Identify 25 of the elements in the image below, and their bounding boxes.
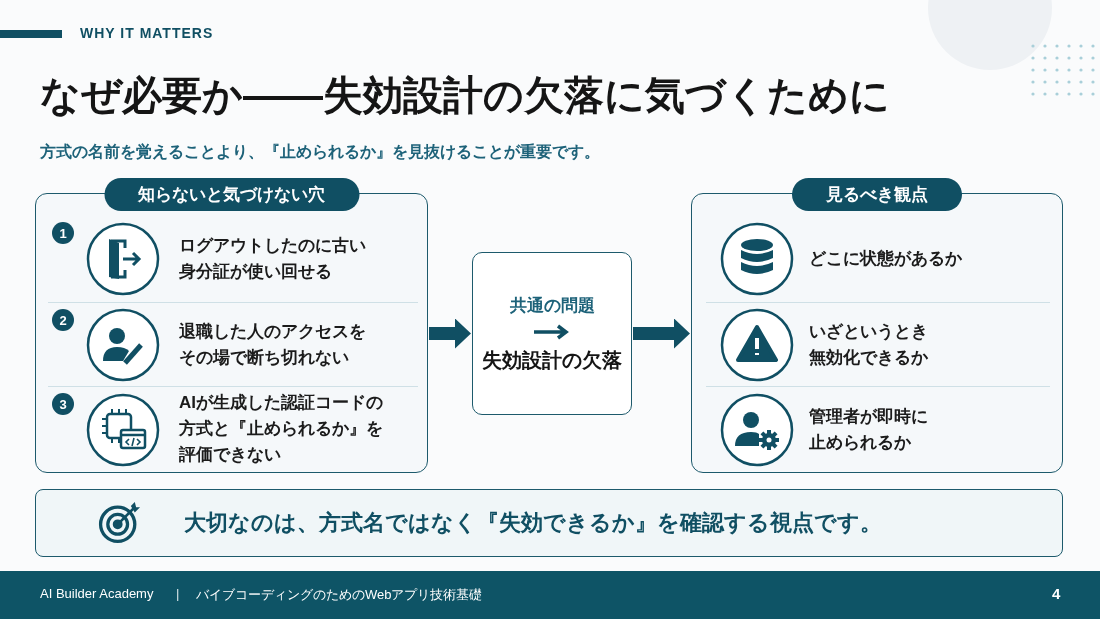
process-box — [472, 252, 632, 415]
box-heading: 共通の問題 — [509, 294, 595, 317]
kicker-label: WHY IT MATTERS — [80, 25, 214, 41]
item-text: 管理者が即時に止められるか — [809, 405, 929, 454]
item-text: いざというとき無効化できるか — [809, 320, 929, 369]
number-badge: 2 — [52, 309, 74, 331]
section-heading: 知らないと気づけない穴 — [104, 178, 359, 211]
arrow — [429, 318, 471, 349]
footer-divider: | — [176, 586, 180, 601]
callout-banner — [35, 489, 1063, 557]
title: なぜ必要か——失効設計の欠落に気づくために — [40, 72, 890, 119]
footer-text: AI Builder Academy — [40, 586, 154, 601]
callout-text: 大切なのは、方式名ではなく『失効できるか』を確認する視点です。 — [184, 509, 882, 537]
item-text: ログアウトしたのに古い身分証が使い回せる — [179, 234, 367, 283]
section-heading: 見るべき観点 — [792, 178, 962, 211]
number-badge: 1 — [52, 222, 74, 244]
box-text: 失効設計の欠落 — [482, 347, 622, 373]
arrow — [633, 318, 690, 349]
page-number: 4 — [1052, 585, 1061, 602]
number-badge: 3 — [52, 393, 74, 415]
item-text: AIが生成した認証コードの方式と『止められるか』を評価できない — [179, 392, 384, 467]
subtitle: 方式の名前を覚えることより、『止められるか』を見抜けることが重要です。 — [40, 142, 600, 162]
footer-text: バイブコーディングのためのWebアプリ技術基礎 — [196, 586, 483, 604]
item-text: 退職した人のアクセスをその場で断ち切れない — [179, 320, 367, 369]
item-text: どこに状態があるか — [809, 247, 963, 270]
